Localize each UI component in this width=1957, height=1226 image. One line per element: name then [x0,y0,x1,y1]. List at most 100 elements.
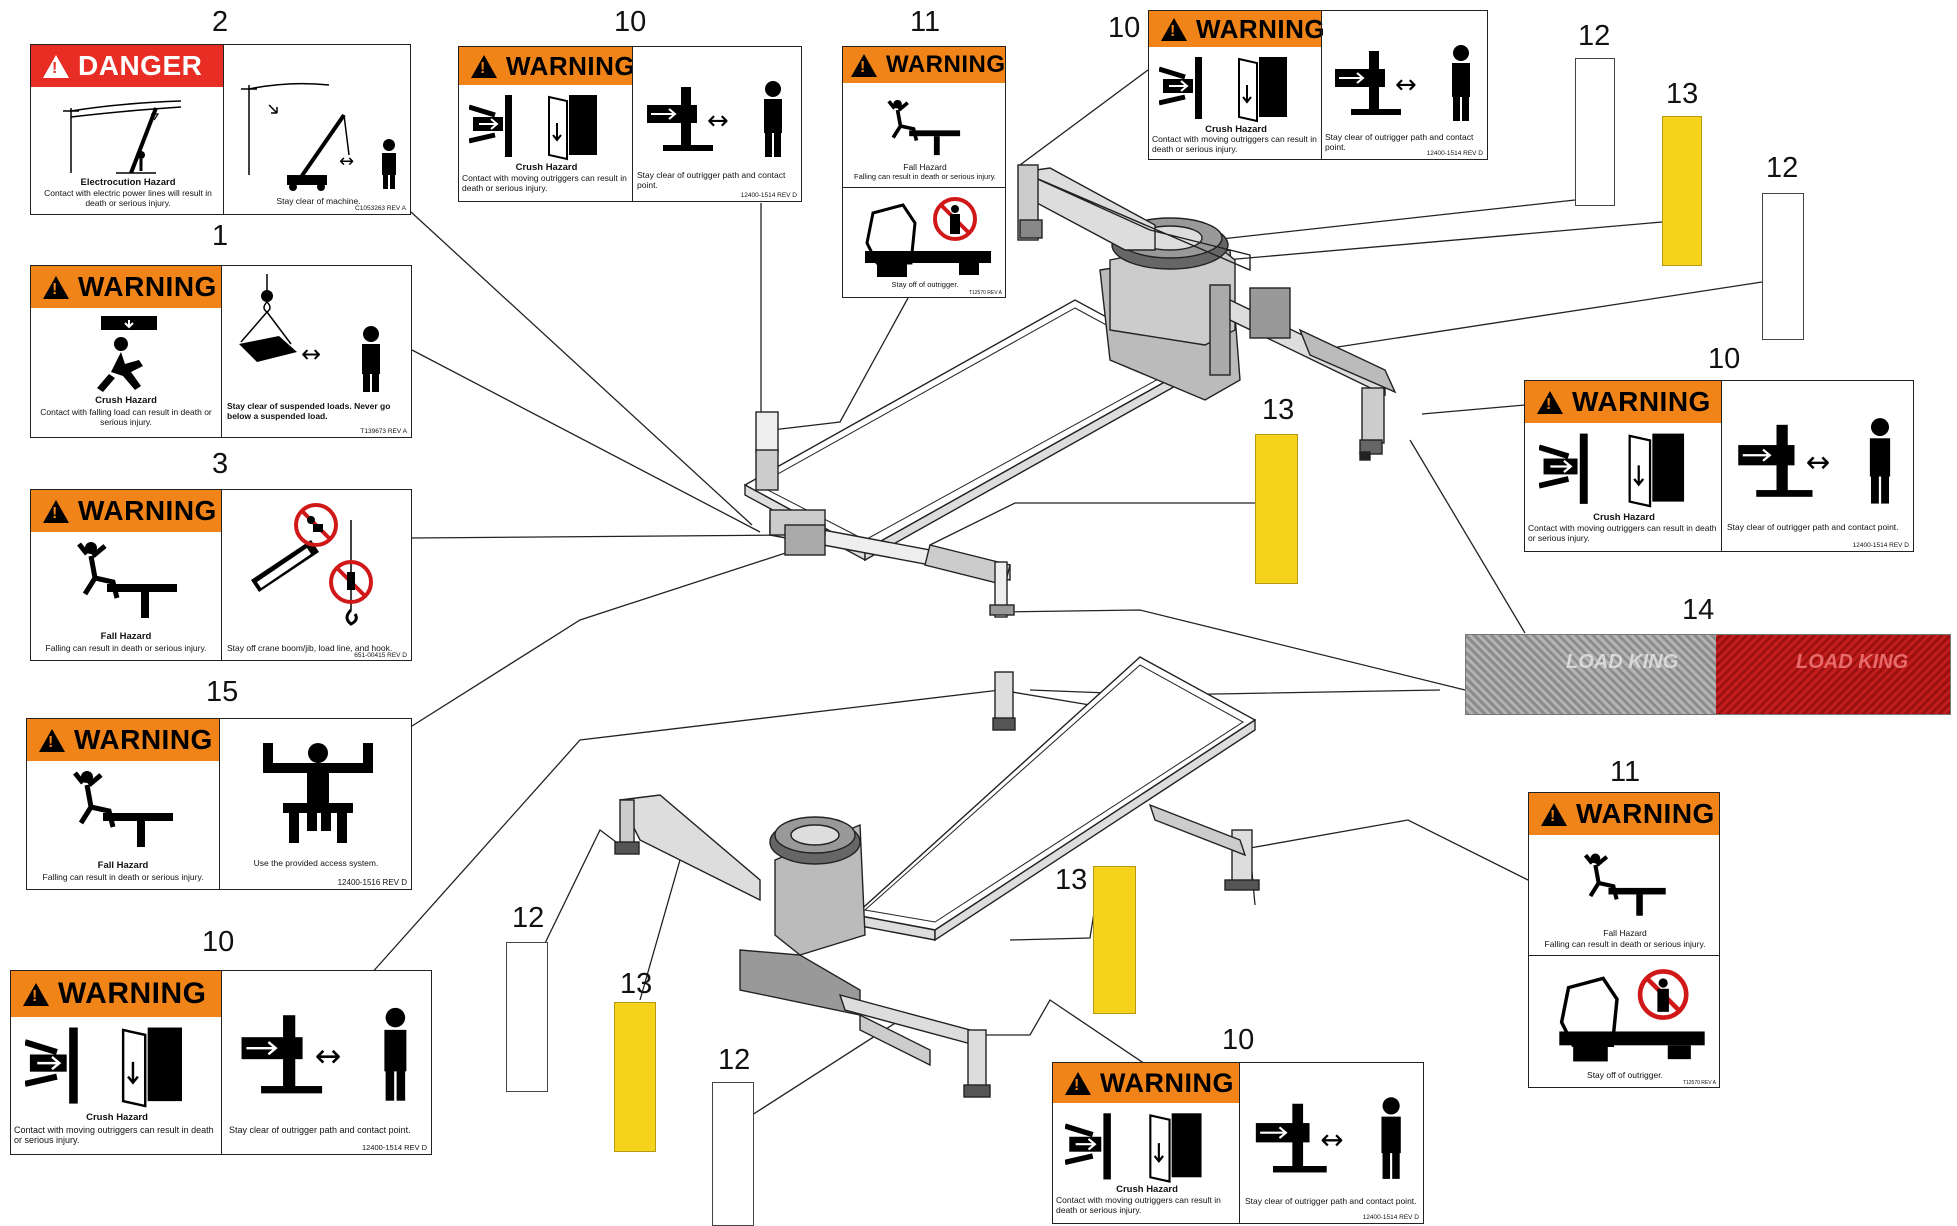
leader-12b [1304,281,1763,353]
callout-12: 12 [718,1044,751,1076]
instruction-text: Stay clear of outrigger path and contact… [637,170,786,190]
decal-warning-stay-off-outrigger: WARNING Fall Hazard Falling can result i… [1528,792,1720,1088]
callout-14: 14 [1682,594,1715,626]
svg-text:↔: ↔ [301,340,321,368]
decal-warning-outrigger-crush: WARNING Crush Hazard Contact with moving… [1148,10,1488,160]
leader-10d [970,999,1146,1065]
suspended-load-icon: ↔ [239,274,380,392]
yellow-reflective-strip [1662,116,1702,266]
access-system-icon [263,743,373,843]
warning-label: WARNING [78,495,217,526]
callout-10: 10 [1708,343,1741,375]
leader-11a [771,297,909,431]
decal-code: 12400-1514 REV D [1426,150,1483,157]
hazard-text: Contact with moving outriggers can resul… [1528,523,1717,543]
instruction-text: Use the provided access system. [253,858,379,868]
decal-warning-crane-boom: WARNING Fall Hazard Falling can result i… [30,489,412,661]
instruction-text: Stay clear of outrigger path and contact… [1245,1196,1417,1206]
stay-clear-outrigger-icon: ↔ [1738,418,1891,504]
warning-label: WARNING [1572,386,1711,417]
leader-14b [999,609,1466,691]
leader-3 [411,534,791,539]
hazard-text: Contact with moving outriggers can resul… [14,1125,214,1146]
fall-hazard-icon [77,542,177,618]
yellow-reflective-strip [1255,434,1298,584]
svg-text:↔: ↔ [707,106,729,136]
yellow-reflective-strip [1093,866,1136,1014]
leader-10b [1019,69,1149,170]
falling-load-icon [97,316,157,392]
warning-label: WARNING [1100,1067,1234,1098]
stay-clear-outrigger-icon: ↔ [1335,45,1470,121]
yellow-reflective-strip [614,1002,656,1152]
hazard-text: Falling can result in death or serious i… [45,643,207,653]
reflective-tape-14: LOAD KING LOAD KING [1465,634,1951,715]
leader-15 [411,544,811,727]
hazard-text: Contact with falling load can result in … [40,407,212,427]
stay-clear-outrigger-icon: ↔ [1255,1097,1401,1179]
hazard-text: Contact with moving outriggers can resul… [462,173,627,193]
stay-clear-outrigger-icon: ↔ [241,1007,407,1101]
warning-triangle-icon [471,54,497,78]
warning-triangle-icon [1065,1071,1091,1095]
warning-label: WARNING [506,50,636,81]
hazard-title: Crush Hazard [1116,1184,1178,1195]
instruction-text: Stay clear of suspended loads. Never go … [227,401,391,421]
hazard-title: Crush Hazard [95,395,157,406]
leader-lines [369,69,1763,1116]
svg-text:↔: ↔ [1320,1123,1343,1156]
warning-header: WARNING [459,47,636,85]
warning-triangle-icon [1541,802,1567,826]
leader-10a [760,203,772,431]
callout-11: 11 [910,6,941,38]
hazard-title: Crush Hazard [1205,124,1267,135]
hazard-text: Falling can result in death or serious i… [853,172,996,181]
crush-outrigger-icon [1539,433,1685,508]
warning-header: WARNING [1149,11,1325,47]
white-reflective-strip [506,942,548,1092]
crush-outrigger-icon [1159,57,1287,123]
leader-11b [1249,819,1529,881]
instruction-text: Stay off of outrigger. [1587,1070,1663,1080]
warning-header: WARNING [31,266,221,308]
instruction-text: Stay clear of outrigger path and contact… [229,1125,411,1135]
decal-code: 12400-1514 REV D [740,192,797,199]
power-line-icon [63,100,182,174]
warning-header: WARNING [1529,793,1719,835]
decal-code: 12400-1514 REV D [1362,1214,1419,1221]
warning-label: WARNING [1576,798,1715,829]
warning-label: WARNING [58,977,207,1010]
hazard-title: Crush Hazard [515,162,578,173]
stay-clear-machine-icon: ↔ [241,82,396,191]
crush-outrigger-icon [469,95,597,161]
decal-code: T139673 REV A [360,428,407,435]
hazard-title: Fall Hazard [97,860,149,871]
callout-13: 13 [1666,78,1699,110]
leader-13a [1224,221,1663,261]
decal-code: T12570 REV A [1682,1080,1716,1086]
danger-triangle-icon [43,54,69,78]
warning-label: WARNING [78,271,217,302]
leader-13b [929,502,1255,546]
fall-hazard-icon [73,771,173,847]
fall-hazard-icon [887,99,961,156]
lower-machine-drawing [614,656,1260,1098]
white-reflective-strip [1575,58,1615,206]
callout-10: 10 [202,926,235,958]
hazard-title: Electrocution Hazard [80,177,176,188]
leader-12d [751,1019,931,1116]
tape-logo-silver: LOAD KING [1566,651,1679,673]
warning-label: WARNING [74,724,213,755]
tape-logo-red: LOAD KING [1796,651,1909,673]
svg-text:↔: ↔ [315,1038,342,1074]
callout-10: 10 [614,6,647,38]
stay-off-boom-icon [251,503,373,626]
callout-13: 13 [1055,864,1088,896]
decal-warning-access-system: WARNING Fall Hazard Falling can result i… [26,718,412,890]
white-reflective-strip [712,1082,754,1226]
leader-12a [1211,199,1576,241]
warning-triangle-icon [43,499,69,523]
decal-code: 651-00415 REV D [354,652,407,659]
warning-label: WARNING [886,51,1006,78]
